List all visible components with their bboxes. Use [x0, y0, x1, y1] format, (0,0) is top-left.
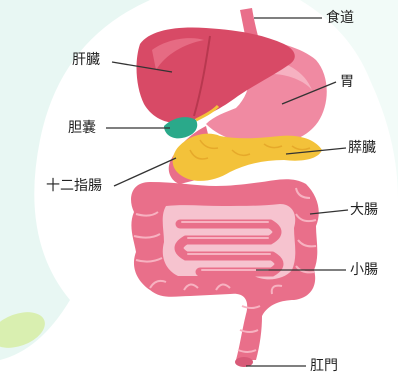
label-gallbladder: 胆嚢	[68, 120, 96, 136]
label-pancreas: 膵臓	[348, 140, 376, 156]
label-esophagus: 食道	[326, 10, 354, 26]
label-liver: 肝臓	[72, 52, 100, 68]
label-stomach: 胃	[340, 74, 354, 90]
label-duodenum: 十二指腸	[46, 178, 102, 194]
label-small-intestine: 小腸	[350, 262, 378, 278]
label-large-intestine: 大腸	[350, 202, 378, 218]
label-anus: 肛門	[310, 358, 338, 374]
leader-duodenum	[114, 158, 176, 186]
